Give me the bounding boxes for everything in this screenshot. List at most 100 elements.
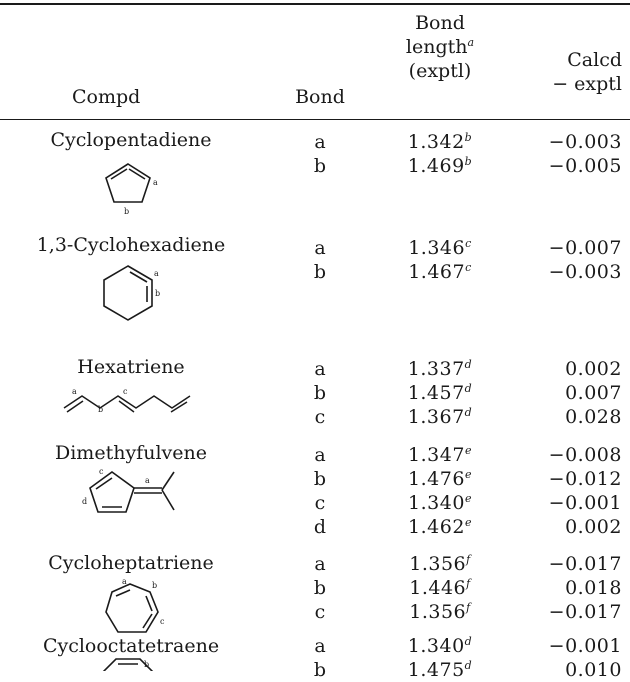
header-bond: Bond — [295, 86, 345, 108]
header-bottom-rule — [0, 119, 630, 120]
calcd-minus-exptl: −0.003 — [548, 131, 622, 153]
bond-label: c — [314, 601, 326, 623]
length-footnote: f — [466, 601, 471, 614]
calcd-minus-exptl: −0.005 — [548, 155, 622, 177]
header-compd: Compd — [72, 86, 141, 108]
bond-length: 1.469b — [380, 154, 500, 178]
header-calcd-line2: − exptl — [552, 73, 622, 95]
length-footnote: d — [464, 406, 473, 419]
dimethylfulvene-structure: a c d — [82, 466, 198, 522]
calcd-minus-exptl: 0.018 — [565, 577, 622, 599]
bond-length: 1.457d — [380, 381, 500, 405]
bond-label: b — [313, 468, 327, 490]
structure-label: a — [154, 269, 159, 278]
length-value: 1.367 — [407, 406, 465, 428]
header-length-word: length — [405, 36, 468, 58]
length-value: 1.462 — [408, 516, 465, 538]
length-value: 1.457 — [407, 382, 465, 404]
length-value: 1.469 — [407, 155, 465, 177]
calcd-minus-exptl: −0.001 — [548, 492, 622, 514]
header-bond-length-line3: (exptl) — [408, 60, 472, 82]
structure-label: b — [144, 660, 149, 669]
length-value: 1.475 — [407, 659, 465, 681]
structure-label: c — [99, 467, 104, 476]
header-bond-length-line2: lengtha — [380, 35, 500, 59]
cyclopentadiene-structure: a b — [98, 158, 162, 216]
length-footnote: d — [464, 659, 473, 672]
bond-length: 1.346c — [380, 236, 500, 260]
bond-label: a — [314, 553, 326, 575]
compound-name: Cyclooctatetraene — [42, 635, 220, 657]
length-footnote: b — [464, 131, 473, 144]
length-value: 1.356 — [409, 601, 467, 623]
length-footnote: e — [464, 516, 472, 529]
length-footnote: e — [464, 444, 472, 457]
length-value: 1.476 — [408, 468, 465, 490]
length-footnote: d — [464, 358, 473, 371]
length-value: 1.347 — [408, 444, 465, 466]
structure-label: a — [153, 178, 158, 187]
calcd-minus-exptl: −0.003 — [548, 261, 622, 283]
bond-label: b — [313, 261, 327, 283]
bond-length: 1.356f — [380, 552, 500, 576]
bond-length: 1.476e — [380, 467, 500, 491]
bond-length: 1.446f — [380, 576, 500, 600]
length-value: 1.340 — [408, 492, 465, 514]
length-value: 1.346 — [408, 237, 466, 259]
cyclooctatetraene-structure: b a — [92, 655, 172, 671]
bond-label: b — [313, 382, 327, 404]
structure-label: c — [123, 387, 128, 396]
length-footnote: e — [464, 468, 472, 481]
calcd-minus-exptl: −0.017 — [548, 553, 622, 575]
bond-label: a — [314, 237, 326, 259]
calcd-minus-exptl: 0.028 — [565, 406, 622, 428]
compound-name: 1,3-Cyclohexadiene — [36, 234, 226, 256]
hexatriene-structure: a b c — [60, 384, 204, 414]
compound-name: Dimethyfulvene — [55, 442, 207, 464]
bond-label: b — [313, 155, 327, 177]
bond-length: 1.356f — [380, 600, 500, 624]
structure-label: b — [152, 581, 157, 590]
calcd-minus-exptl: −0.007 — [548, 237, 622, 259]
length-value: 1.337 — [407, 358, 465, 380]
structure-label: c — [160, 617, 165, 626]
header-length-footnote: a — [467, 36, 475, 49]
calcd-minus-exptl: 0.007 — [565, 382, 622, 404]
compound-name: Hexatriene — [77, 356, 185, 378]
header-bond-length: Bond lengtha (exptl) — [380, 11, 500, 83]
cycloheptatriene-structure: a b c — [100, 577, 166, 640]
structure-label: b — [98, 405, 103, 414]
length-footnote: d — [464, 635, 473, 648]
calcd-minus-exptl: 0.002 — [565, 516, 622, 538]
length-footnote: f — [466, 577, 471, 590]
compound-name: Cycloheptatriene — [48, 552, 214, 574]
calcd-minus-exptl: 0.010 — [565, 659, 622, 681]
length-footnote: c — [465, 237, 472, 250]
calcd-minus-exptl: −0.008 — [548, 444, 622, 466]
length-footnote: d — [464, 382, 473, 395]
structure-label: b — [124, 207, 129, 216]
structure-label: a — [72, 387, 77, 396]
bond-label: a — [314, 131, 326, 153]
length-footnote: c — [465, 261, 472, 274]
calcd-minus-exptl: −0.012 — [548, 468, 622, 490]
structure-label: b — [155, 289, 160, 298]
structure-label: a — [145, 476, 150, 485]
bond-length: 1.467c — [380, 260, 500, 284]
header-calcd-line1: Calcd — [567, 49, 622, 71]
length-footnote: e — [464, 492, 472, 505]
bond-label: c — [314, 406, 326, 428]
length-footnote: b — [464, 155, 473, 168]
bond-label: a — [314, 358, 326, 380]
compound-name: Cyclopentadiene — [50, 129, 212, 151]
bond-label: d — [313, 516, 327, 538]
bond-length: 1.337d — [380, 357, 500, 381]
bond-label: b — [313, 577, 327, 599]
bond-length: 1.340d — [380, 634, 500, 658]
calcd-minus-exptl: 0.002 — [565, 358, 622, 380]
bond-length: 1.475d — [380, 658, 500, 682]
cyclohexadiene-structure: a b — [94, 262, 166, 326]
bond-length: 1.367d — [380, 405, 500, 429]
bond-label: a — [314, 444, 326, 466]
header-calcd-minus-exptl: Calcd − exptl — [510, 48, 622, 96]
